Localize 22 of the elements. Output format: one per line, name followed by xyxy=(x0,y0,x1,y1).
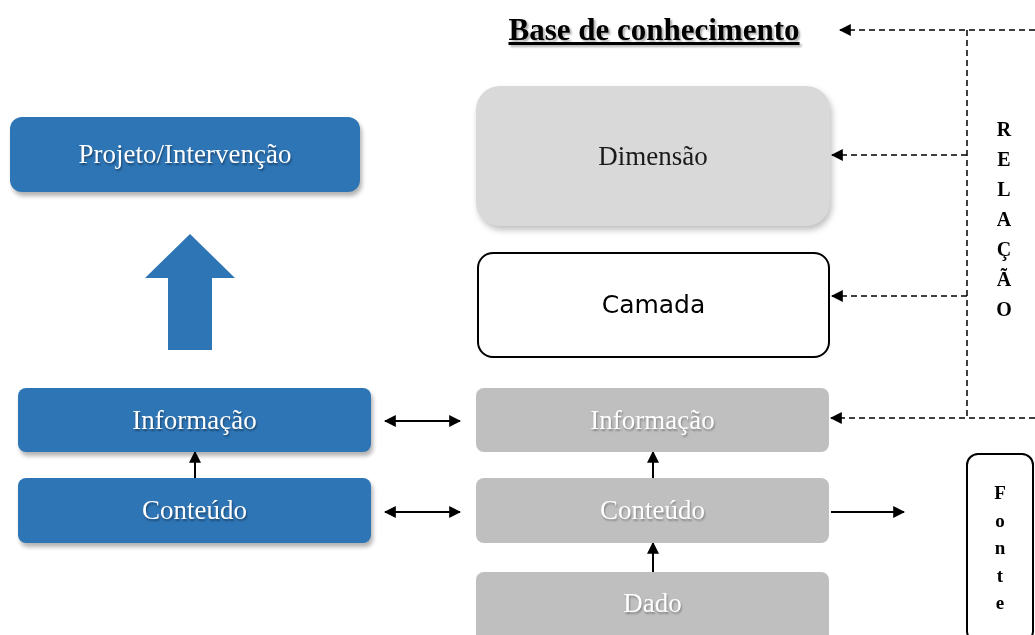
arrow xyxy=(647,541,659,573)
vertical-label: RELAÇÃO xyxy=(995,117,1013,322)
arrow xyxy=(838,24,1035,36)
arrow xyxy=(829,412,1035,424)
source-box: Fonte xyxy=(966,453,1034,635)
process-box: Informação xyxy=(18,388,371,452)
arrow xyxy=(647,450,659,479)
layer-box: Dimensão xyxy=(476,86,830,226)
heading-text: Base de conhecimento xyxy=(470,8,838,52)
arrow xyxy=(189,450,201,479)
layer-box: Camada xyxy=(477,252,830,358)
layer-box: Informação xyxy=(476,388,829,452)
process-box: Conteúdo xyxy=(18,478,371,543)
arrow xyxy=(383,506,462,518)
process-box: Projeto/Intervenção xyxy=(10,117,360,192)
arrow xyxy=(830,149,968,161)
arrow xyxy=(383,415,462,427)
arrow xyxy=(830,506,906,518)
layer-box: Dado xyxy=(476,572,829,635)
layer-box: Conteúdo xyxy=(476,478,829,543)
block-arrow xyxy=(145,234,235,350)
arrow xyxy=(830,290,968,302)
